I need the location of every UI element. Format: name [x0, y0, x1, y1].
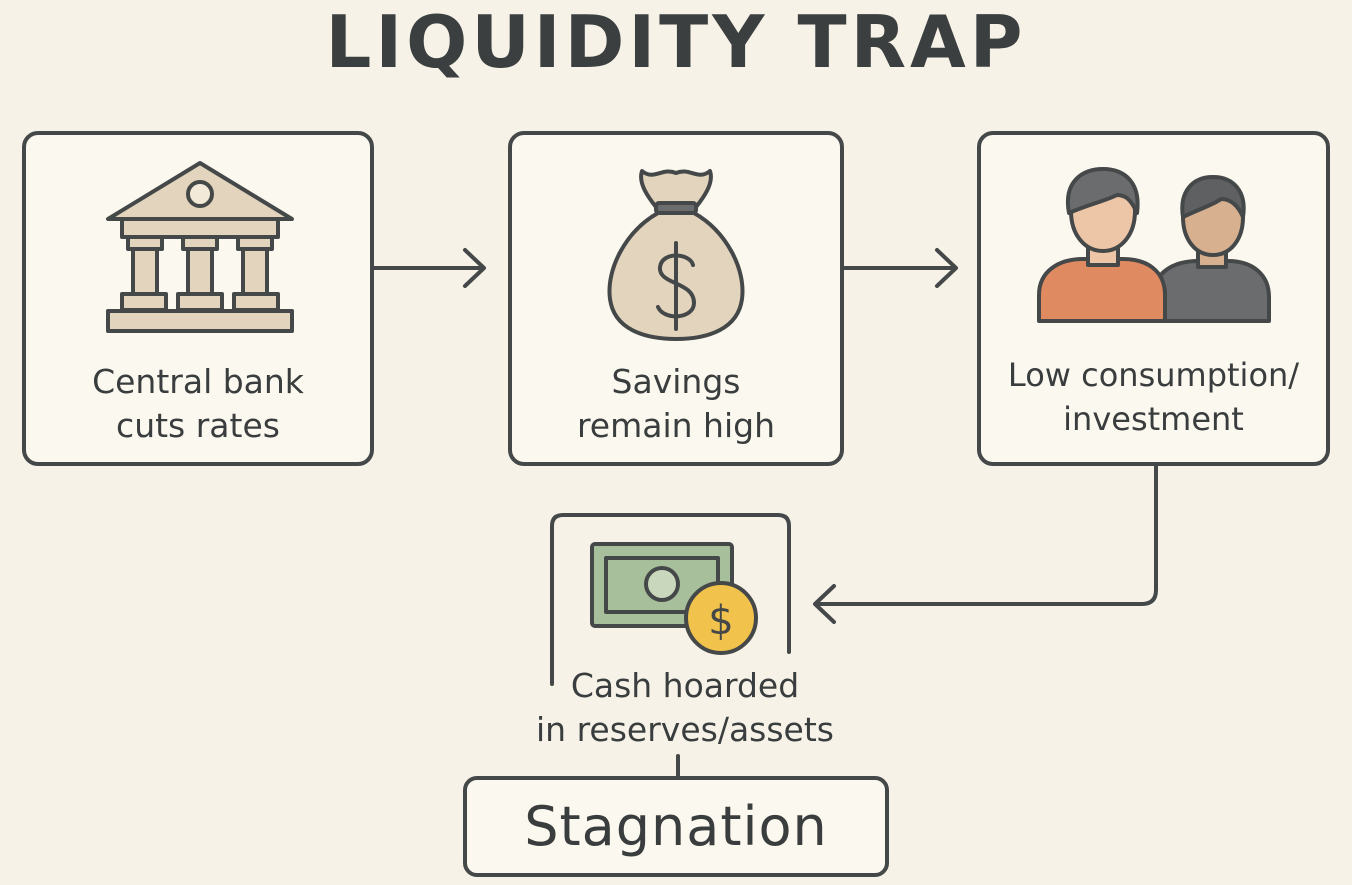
- step-box-central-bank: Central bank cuts rates: [22, 131, 374, 466]
- step-box-savings: Savings remain high: [508, 131, 844, 466]
- money-bag-icon: [607, 169, 745, 341]
- people-icon: [1037, 167, 1271, 323]
- cash-box-outline: [550, 513, 791, 686]
- step-label-line2: investment: [1063, 400, 1244, 438]
- coin-dollar-symbol: $: [708, 598, 733, 644]
- cash-coin-icon: $: [590, 542, 758, 655]
- step-label-line2: remain high: [576, 406, 776, 445]
- arrowhead-savings-to-people: [935, 248, 958, 288]
- step-label-line1: Central bank: [92, 362, 304, 401]
- cash-hoarded-label: Cash hoarded in reserves/assets: [520, 664, 850, 752]
- step-label-line2: cuts rates: [116, 406, 280, 445]
- stagnation-box: Stagnation: [463, 776, 889, 877]
- arrowhead-people-to-cash: [813, 584, 836, 624]
- bank-building-icon: [106, 161, 294, 333]
- diagram-title: LIQUIDITY TRAP: [325, 0, 1027, 84]
- step-box-consumption: Low consumption/ investment: [977, 131, 1330, 466]
- step-label-consumption: Low consumption/ investment: [981, 353, 1326, 441]
- step-label-savings: Savings remain high: [512, 360, 840, 448]
- arrowhead-bank-to-savings: [463, 248, 486, 288]
- step-label-line1: Low consumption/: [1007, 356, 1300, 394]
- step-label-line1: Savings: [611, 362, 741, 401]
- step-label-central-bank: Central bank cuts rates: [26, 360, 370, 448]
- arrow-people-to-cash: [814, 464, 1158, 606]
- cash-label-line1: Cash hoarded: [570, 666, 800, 705]
- stagnation-label: Stagnation: [524, 795, 828, 858]
- cash-label-line2: in reserves/assets: [536, 710, 834, 749]
